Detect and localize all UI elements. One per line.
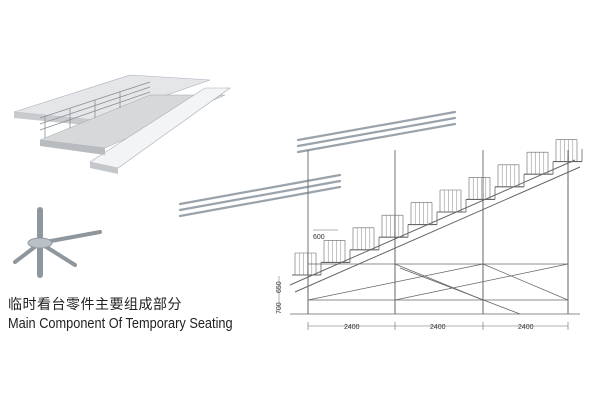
ringlock-node [13,207,102,278]
bay-width-label-1: 2400 [344,324,360,331]
drawing-line [394,263,569,301]
drawing-line [482,263,569,301]
step-height-label: 700 [276,302,283,314]
seat-height-label: 650 [276,281,283,293]
drawing-line [307,263,484,301]
seat-width-label: 600 [313,234,325,241]
drawing-line [399,267,521,315]
drawing-line [294,166,581,293]
caption-english: Main Component Of Temporary Seating [8,316,233,332]
seating-deck-module [13,74,231,174]
drawing-line [289,159,576,286]
ledger-tubes [178,110,457,218]
bay-width-label-2: 2400 [430,324,446,331]
bay-width-label-3: 2400 [518,324,534,331]
grandstand-elevation-drawing [278,139,583,330]
caption-chinese: 临时看台零件主要组成部分 [8,297,182,313]
dimension-labels: 600 650 700 2400 2400 2400 [276,234,534,331]
